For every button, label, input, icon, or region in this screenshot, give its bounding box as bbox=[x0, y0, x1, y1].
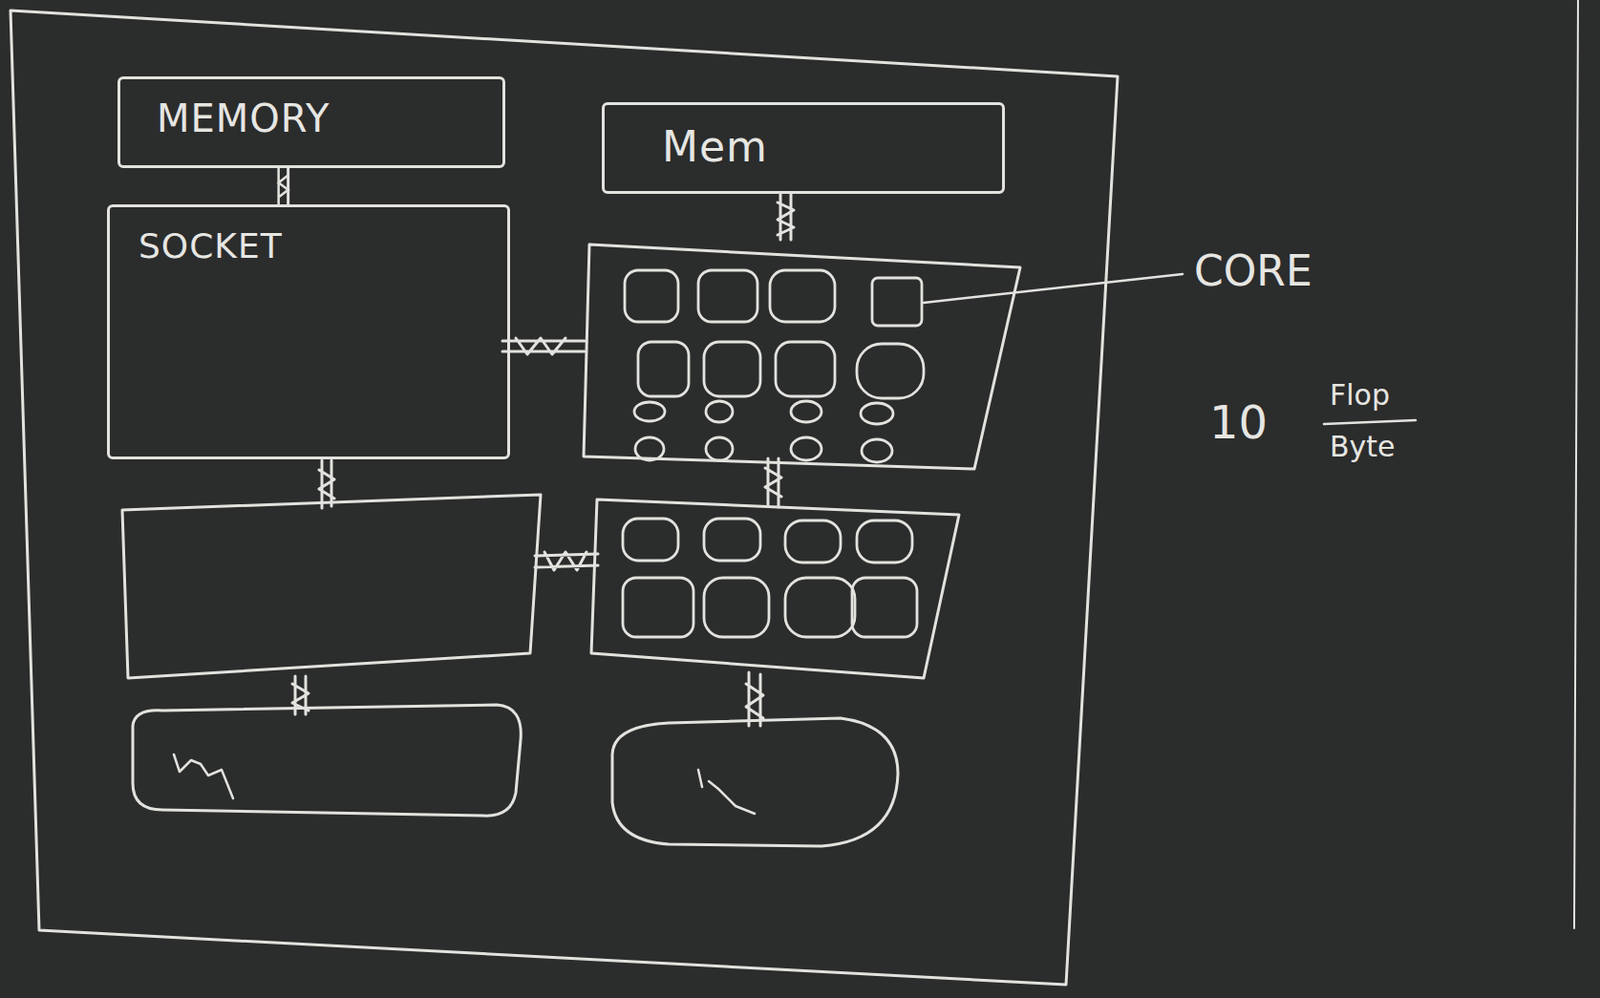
ratio-text: Byte bbox=[1329, 429, 1396, 464]
ratio-text: Flop bbox=[1329, 378, 1390, 412]
bus-link bbox=[746, 672, 764, 726]
bus-link bbox=[292, 676, 309, 715]
bus-link bbox=[534, 552, 598, 571]
socket-box bbox=[122, 494, 541, 679]
memory-blob bbox=[612, 718, 898, 847]
memory-box: MEMORY bbox=[117, 76, 506, 169]
socket-box bbox=[583, 244, 1021, 470]
core-symbol bbox=[622, 518, 918, 638]
ratio-text: 10 bbox=[1209, 395, 1268, 449]
socket-box: SOCKET bbox=[106, 204, 511, 460]
fraction-bar bbox=[1323, 420, 1416, 425]
board-line bbox=[1574, 0, 1579, 929]
bus-rail bbox=[278, 168, 289, 205]
box-title: Mem bbox=[661, 122, 768, 171]
chalk-scribble bbox=[698, 769, 755, 814]
bus-link bbox=[286, 168, 290, 205]
box-title: MEMORY bbox=[156, 96, 330, 141]
callout-label: CORE bbox=[1194, 246, 1313, 296]
chalk-scribble bbox=[173, 754, 234, 799]
memory-blob bbox=[132, 704, 521, 816]
node-frame bbox=[10, 10, 1118, 985]
core-symbol bbox=[624, 270, 924, 463]
bus-link bbox=[777, 193, 794, 240]
leader-line bbox=[923, 274, 1183, 303]
box-title: SOCKET bbox=[138, 226, 283, 266]
bus-link bbox=[502, 338, 585, 355]
socket-box bbox=[591, 499, 960, 679]
bus-link bbox=[319, 460, 335, 509]
bus-link bbox=[765, 458, 782, 508]
memory-box: Mem bbox=[601, 102, 1005, 194]
